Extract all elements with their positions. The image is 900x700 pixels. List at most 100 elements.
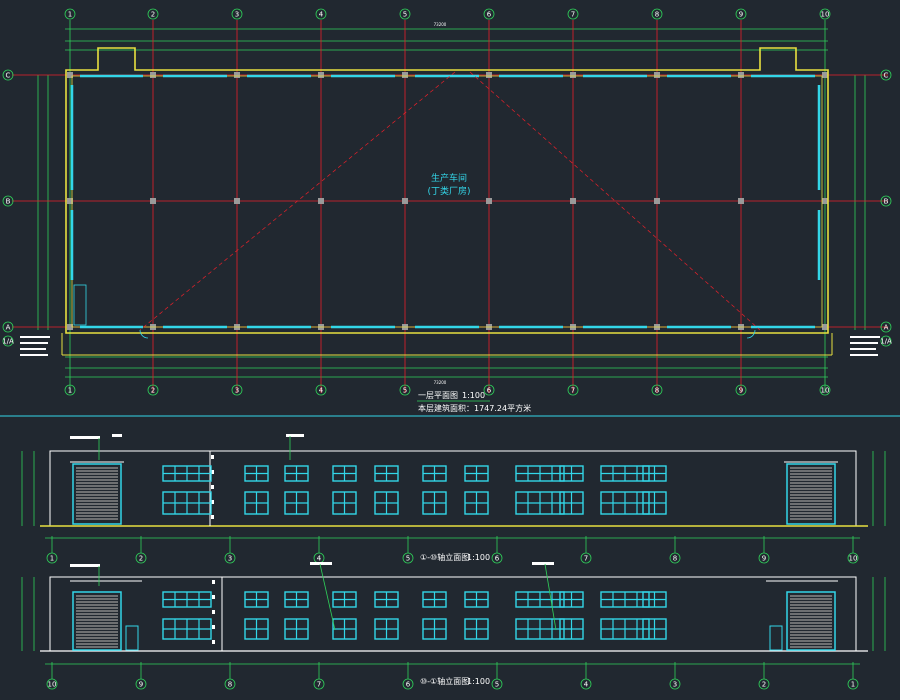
axis-bubble-bottom: 6 — [483, 384, 495, 396]
svg-text:4: 4 — [584, 681, 589, 689]
svg-text:3: 3 — [235, 11, 239, 19]
elev1-axis-bubble: 9 — [758, 552, 770, 564]
elevation-1: 1 2 3 4 5 6 7 8 9 10 ①-⑩轴立面图 1:100 — [21, 434, 886, 564]
elevation-window — [162, 491, 212, 515]
elevation-window — [244, 465, 269, 482]
svg-text:6: 6 — [495, 555, 500, 563]
axis-bubble-bottom: 9 — [735, 384, 747, 396]
elevation-window — [162, 618, 212, 640]
elevation-window — [422, 591, 447, 608]
svg-text:2: 2 — [151, 11, 155, 19]
elevation-window — [422, 618, 447, 640]
svg-text:8: 8 — [228, 681, 232, 689]
elevation-window — [559, 465, 584, 482]
svg-text:8: 8 — [673, 555, 677, 563]
svg-text:9: 9 — [739, 11, 743, 19]
svg-text:1/A: 1/A — [880, 338, 892, 346]
svg-text:3: 3 — [228, 555, 232, 563]
svg-text:9: 9 — [739, 387, 743, 395]
elevation-window — [374, 491, 399, 515]
svg-text:10: 10 — [48, 681, 57, 689]
plan-title: 一层平面图 — [418, 391, 458, 400]
top-dimension-lines — [37, 28, 866, 378]
svg-text:7: 7 — [571, 387, 575, 395]
column — [822, 324, 828, 330]
svg-text:3: 3 — [673, 681, 677, 689]
svg-text:1/A: 1/A — [2, 338, 14, 346]
axis-bubble-bottom: 4 — [315, 384, 327, 396]
svg-text:5: 5 — [406, 555, 410, 563]
axis-bubble-top: 8 — [651, 8, 663, 20]
svg-text:7: 7 — [571, 11, 575, 19]
elevation-window — [559, 491, 584, 515]
elevation-1-scale: 1:100 — [467, 553, 490, 562]
elev1-axis-bubble: 3 — [224, 552, 236, 564]
elev2-axis-bubble: 8 — [224, 678, 236, 690]
svg-text:3: 3 — [235, 387, 239, 395]
elev2-axis-bubble: 1 — [847, 678, 859, 690]
column — [402, 198, 408, 204]
elevation-window — [600, 618, 650, 640]
svg-text:10: 10 — [849, 555, 858, 563]
elevation-window — [642, 491, 667, 515]
elevation-window — [422, 465, 447, 482]
svg-text:6: 6 — [406, 681, 411, 689]
elevation-window — [284, 491, 309, 515]
floor-plan: 73200 73200 生产车间 (丁类厂房) 1 — [2, 8, 892, 413]
elev1-axis-bubble: 6 — [491, 552, 503, 564]
elevation-window — [559, 591, 584, 608]
svg-text:6: 6 — [487, 11, 492, 19]
svg-text:4: 4 — [319, 11, 324, 19]
svg-text:C: C — [6, 72, 11, 80]
column — [234, 198, 240, 204]
svg-text:5: 5 — [495, 681, 499, 689]
svg-text:1: 1 — [68, 387, 72, 395]
elev1-axis-bubble: 8 — [669, 552, 681, 564]
elev1-axis-bubble: 7 — [580, 552, 592, 564]
elevation-window — [244, 491, 269, 515]
svg-text:1: 1 — [851, 681, 855, 689]
column — [402, 72, 408, 78]
elevation-window — [559, 618, 584, 640]
svg-text:7: 7 — [584, 555, 588, 563]
axis-bubble-right: C — [880, 69, 892, 81]
elev1-axis-bubble: 2 — [135, 552, 147, 564]
elevation-window — [374, 465, 399, 482]
corner-notes — [20, 336, 880, 356]
column — [738, 72, 744, 78]
column — [67, 198, 73, 204]
elevation-window — [515, 618, 565, 640]
elevation-1-notes — [70, 434, 304, 460]
elevation-2-notes — [70, 562, 557, 631]
elev2-axis-bubble: 3 — [669, 678, 681, 690]
rolling-door-left-2 — [72, 591, 122, 651]
elev1-axis-bubble: 10 — [847, 552, 859, 564]
svg-text:1: 1 — [68, 11, 72, 19]
svg-text:10: 10 — [821, 11, 830, 19]
axis-bubble-top: 5 — [399, 8, 411, 20]
plan-axis-top: 1 2 3 4 5 6 7 8 9 10 — [64, 8, 831, 20]
svg-text:8: 8 — [655, 387, 659, 395]
axis-bubble-bottom: 7 — [567, 384, 579, 396]
elev1-axis-bubble: 1 — [46, 552, 58, 564]
elevation-window — [642, 618, 667, 640]
svg-text:4: 4 — [317, 555, 322, 563]
column — [570, 72, 576, 78]
svg-text:1: 1 — [50, 555, 54, 563]
elevation-window — [162, 465, 212, 482]
column — [150, 72, 156, 78]
elevation-window — [332, 465, 357, 482]
elevation-window — [332, 591, 357, 608]
plan-windows — [70, 74, 821, 329]
axis-bubble-bottom: 2 — [147, 384, 159, 396]
elevation-window — [464, 491, 489, 515]
room-class: (丁类厂房) — [427, 185, 470, 197]
elev1-axis-bubble: 5 — [402, 552, 414, 564]
svg-text:73200: 73200 — [434, 380, 447, 385]
elevation-1-title: ①-⑩轴立面图 — [420, 552, 469, 562]
